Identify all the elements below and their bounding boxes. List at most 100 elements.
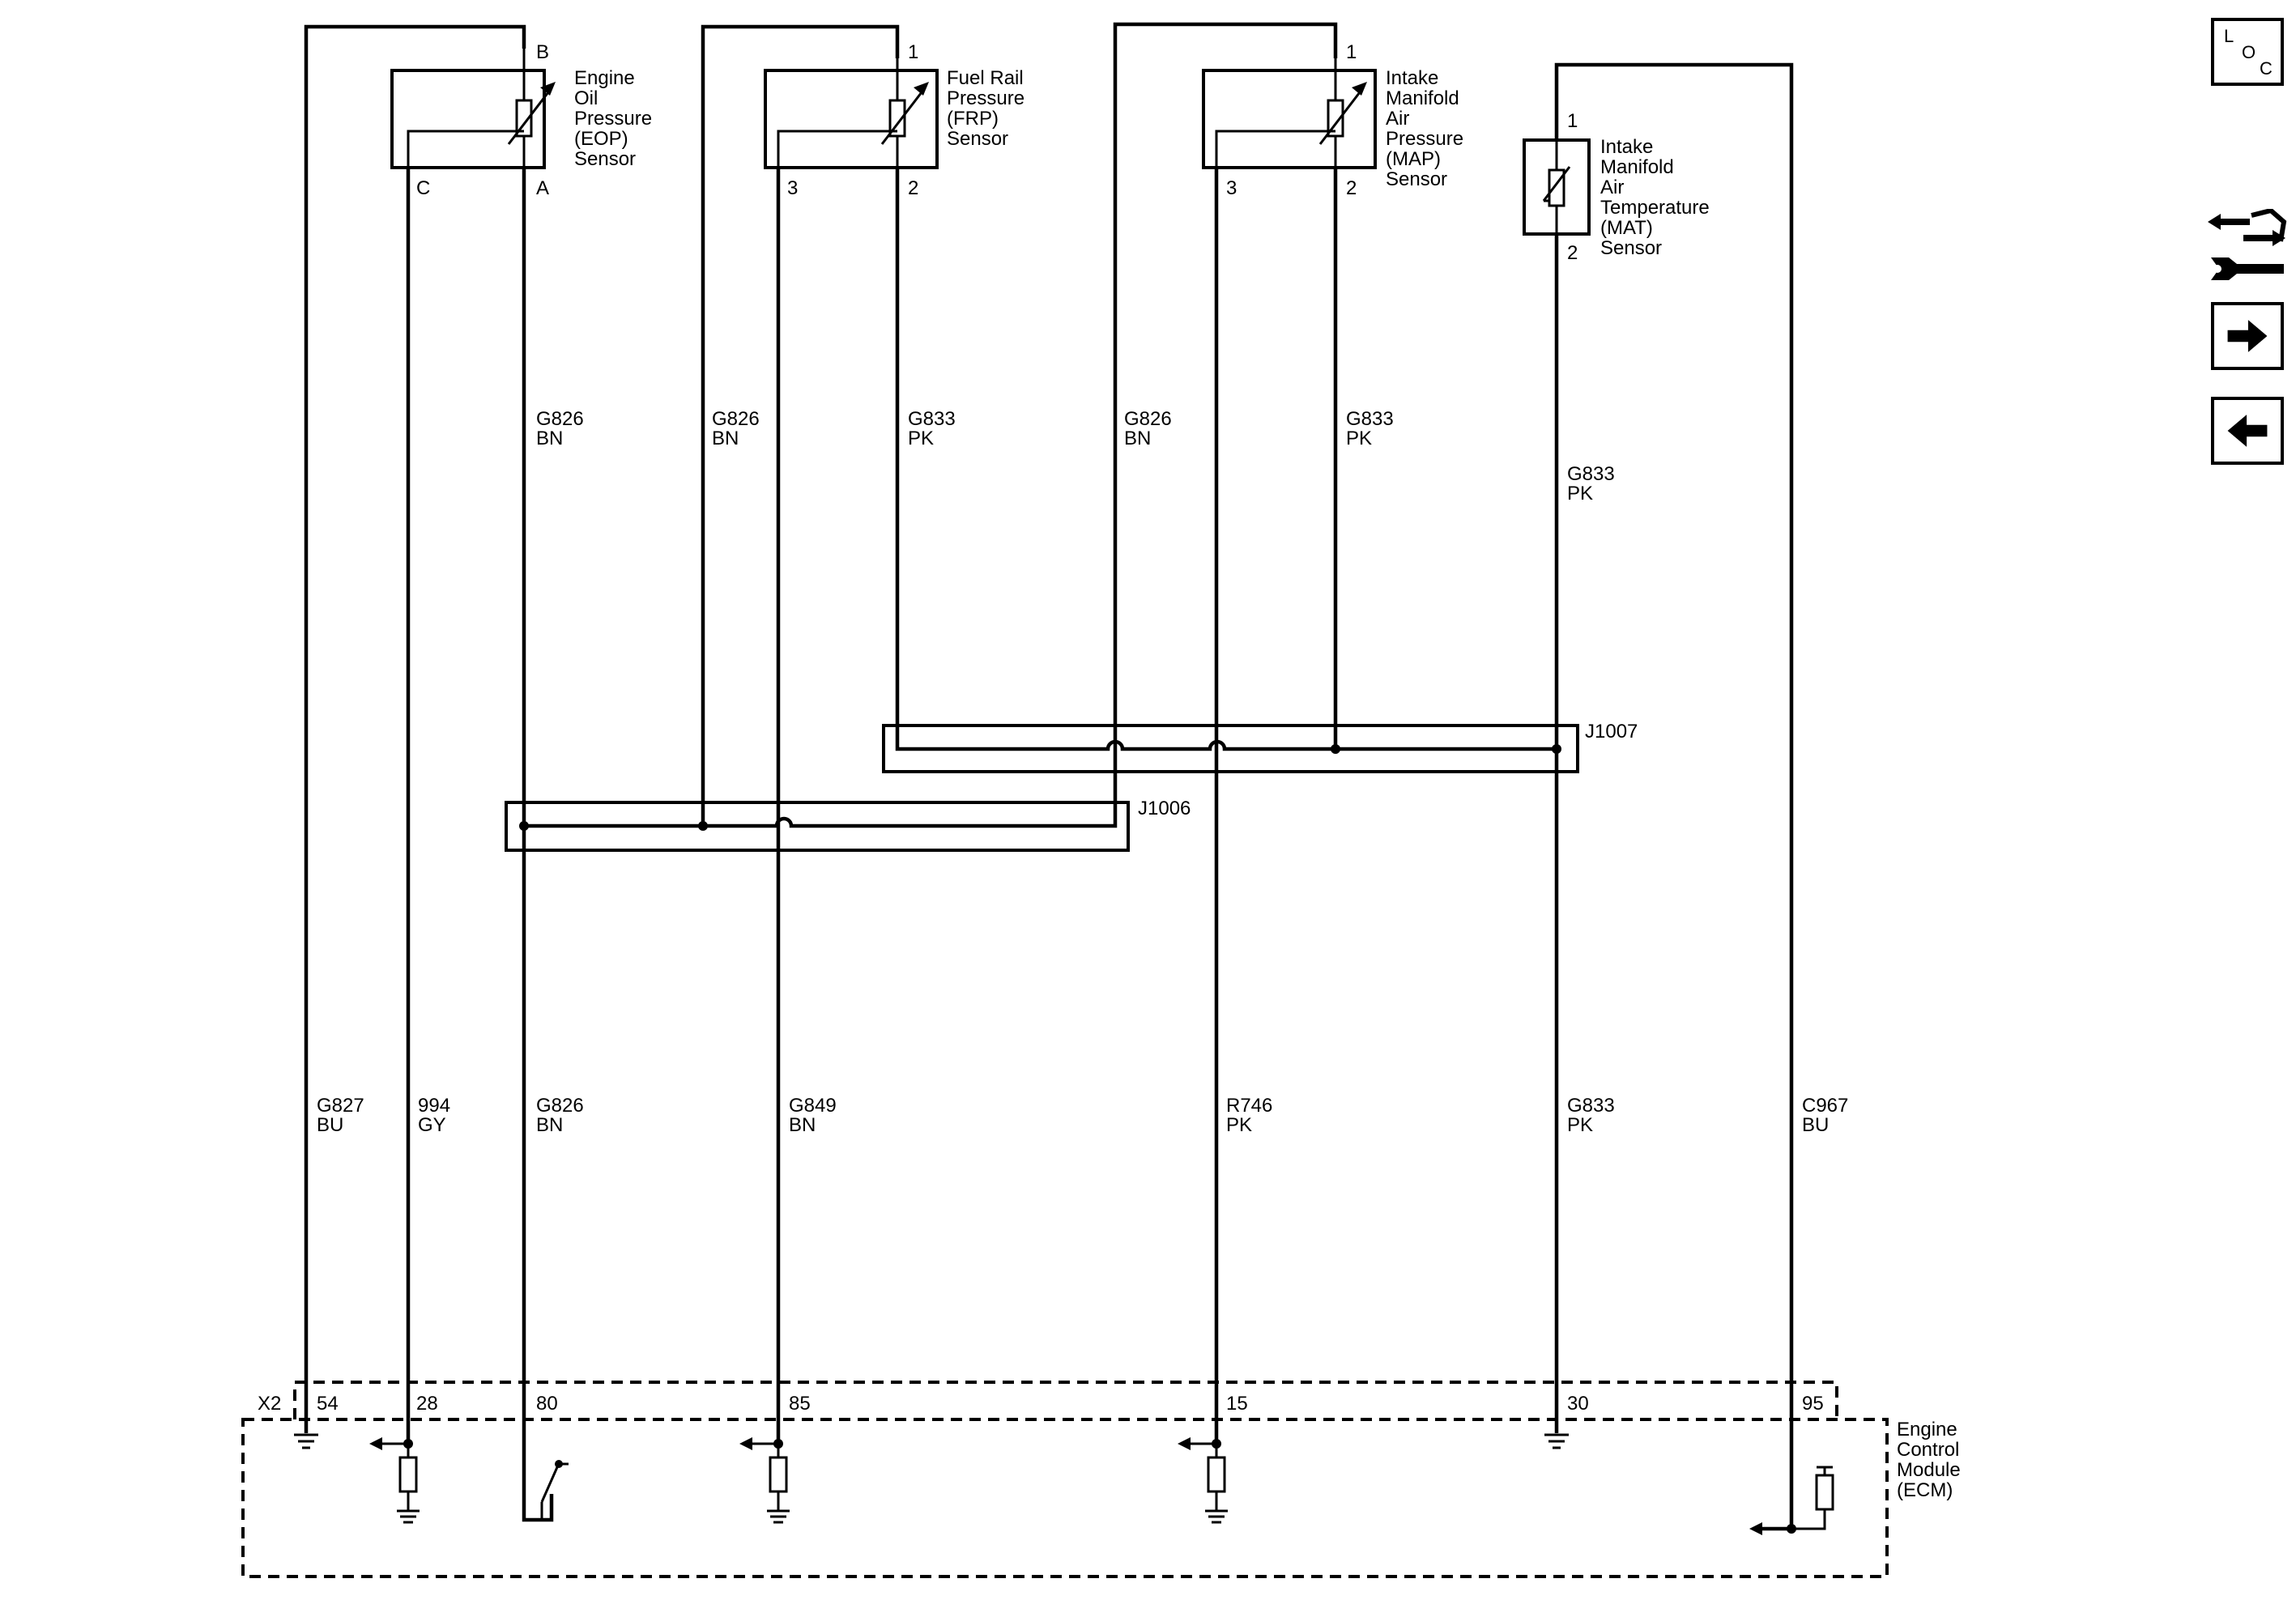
- ecm-label-3: Module: [1897, 1459, 1961, 1481]
- map-pin-3: 3: [1226, 177, 1237, 199]
- splice-dots: [519, 744, 1796, 1534]
- wl-80-k: BN: [536, 1114, 563, 1136]
- eop-label-4: (EOP): [574, 128, 628, 150]
- eop-label-1: Engine: [574, 67, 635, 89]
- pullup-circuit-95: [1749, 1466, 1834, 1535]
- wl-95-k: BU: [1802, 1114, 1829, 1136]
- map-label-5: (MAP): [1386, 148, 1441, 170]
- loc-letter-o: O: [2242, 42, 2256, 62]
- frp-sensor: 1 3 2 Fuel Rail Pressure (FRP) Sensor: [764, 41, 1024, 199]
- wl-28-c: 994: [418, 1095, 450, 1117]
- wl-30-c: G833: [1567, 1095, 1615, 1117]
- input-circuit-85: [739, 1437, 790, 1524]
- map-pin-2: 2: [1346, 177, 1357, 199]
- wl-map-2-c: G833: [1346, 408, 1394, 430]
- wire-g827: [304, 24, 526, 1433]
- eop-pin-a: A: [536, 177, 549, 199]
- frp-pin-2: 2: [908, 177, 918, 199]
- ecm-pin-95: 95: [1802, 1393, 1824, 1415]
- map-pin-1: 1: [1346, 41, 1357, 63]
- wl-frp-2-c: G833: [908, 408, 956, 430]
- wl-85-k: BN: [789, 1114, 816, 1136]
- frp-label-1: Fuel Rail: [947, 67, 1024, 89]
- splice-j1006: J1006: [505, 798, 1191, 852]
- wire-c967: [1554, 62, 1794, 1531]
- location-view-button[interactable]: L O C: [2211, 18, 2284, 86]
- mat-pin-1: 1: [1567, 110, 1578, 132]
- map-label-4: Pressure: [1386, 128, 1463, 150]
- wl-95-c: C967: [1802, 1095, 1848, 1117]
- next-page-button[interactable]: [2211, 302, 2284, 370]
- eop-label-3: Pressure: [574, 108, 652, 130]
- loc-letter-l: L: [2224, 26, 2234, 46]
- eop-pin-c: C: [416, 177, 430, 199]
- wire-g826-frp: [701, 24, 900, 826]
- ecm-pin-15: 15: [1226, 1393, 1248, 1415]
- wl-map-ul-c: G826: [1124, 408, 1172, 430]
- ecm-pin-30: 30: [1567, 1393, 1589, 1415]
- wl-eop-a-upper-k: BN: [536, 428, 563, 449]
- j1007-label: J1007: [1585, 721, 1638, 743]
- mat-label-4: Temperature: [1600, 197, 1710, 219]
- frp-pin-1: 1: [908, 41, 918, 63]
- wl-28-k: GY: [418, 1114, 446, 1136]
- map-label-3: Air: [1386, 108, 1409, 130]
- ecm-connector-label: X2: [258, 1393, 281, 1415]
- eop-label-5: Sensor: [574, 148, 636, 170]
- ecm-label-1: Engine: [1897, 1419, 1957, 1440]
- frp-label-3: (FRP): [947, 108, 999, 130]
- wl-frp-2-k: PK: [908, 428, 934, 449]
- mat-label-5: (MAT): [1600, 217, 1653, 239]
- map-label-2: Manifold: [1386, 87, 1459, 109]
- wl-frp-ul-c: G826: [712, 408, 760, 430]
- wl-eop-a-upper-c: G826: [536, 408, 584, 430]
- ecm-pin-28: 28: [416, 1393, 438, 1415]
- mat-label-6: Sensor: [1600, 237, 1662, 259]
- arrow-right-icon: [2227, 320, 2268, 352]
- loc-letter-c: C: [2260, 58, 2273, 79]
- arrow-left-icon: [2227, 415, 2268, 447]
- map-label-1: Intake: [1386, 67, 1438, 89]
- wires: [304, 22, 1794, 1531]
- ground-symbol: [1544, 1433, 1569, 1449]
- wl-map-2-k: PK: [1346, 428, 1372, 449]
- mat-pin-2: 2: [1567, 242, 1578, 264]
- connector-wrench-icon: [2208, 207, 2287, 280]
- wl-85-c: G849: [789, 1095, 837, 1117]
- input-circuit-28: [369, 1437, 420, 1524]
- map-sensor: 1 3 2 Intake Manifold Air Pressure (MAP)…: [1202, 41, 1463, 199]
- mat-label-1: Intake: [1600, 136, 1653, 158]
- wl-map-ul-k: BN: [1124, 428, 1151, 449]
- wl-80-c: G826: [536, 1095, 584, 1117]
- ecm-label-2: Control: [1897, 1439, 1959, 1461]
- wire-labels: G826 BN G826 BN G833 PK G826 BN G833 PK …: [317, 408, 1848, 1136]
- ecm: X2 Engine Control Module (ECM) 54 28 80 …: [241, 1381, 1961, 1578]
- wl-mat-2-c: G833: [1567, 463, 1615, 485]
- switch-80: [540, 1460, 569, 1520]
- eop-sensor: B C A Engine Oil Pressure (EOP) Sensor: [390, 41, 652, 199]
- ecm-pin-54: 54: [317, 1393, 339, 1415]
- wl-15-c: R746: [1226, 1095, 1272, 1117]
- wl-54-k: BU: [317, 1114, 343, 1136]
- service-info-button[interactable]: [2204, 207, 2289, 282]
- input-circuit-15: [1178, 1437, 1228, 1524]
- wl-mat-2-k: PK: [1567, 483, 1593, 504]
- bus-j1007: [895, 168, 1557, 751]
- frp-pin-3: 3: [787, 177, 798, 199]
- wl-15-k: PK: [1226, 1114, 1252, 1136]
- frp-label-2: Pressure: [947, 87, 1024, 109]
- map-label-6: Sensor: [1386, 168, 1447, 190]
- ecm-label-4: (ECM): [1897, 1479, 1953, 1501]
- mat-label-2: Manifold: [1600, 156, 1674, 178]
- previous-page-button[interactable]: [2211, 397, 2284, 465]
- ecm-pin-85: 85: [789, 1393, 811, 1415]
- j1006-label: J1006: [1138, 798, 1191, 819]
- ecm-pin-80: 80: [536, 1393, 558, 1415]
- wl-30-k: PK: [1567, 1114, 1593, 1136]
- eop-pin-b: B: [536, 41, 549, 63]
- eop-label-2: Oil: [574, 87, 598, 109]
- wl-frp-ul-k: BN: [712, 428, 739, 449]
- wl-54-c: G827: [317, 1095, 364, 1117]
- splice-j1007: J1007: [882, 721, 1638, 773]
